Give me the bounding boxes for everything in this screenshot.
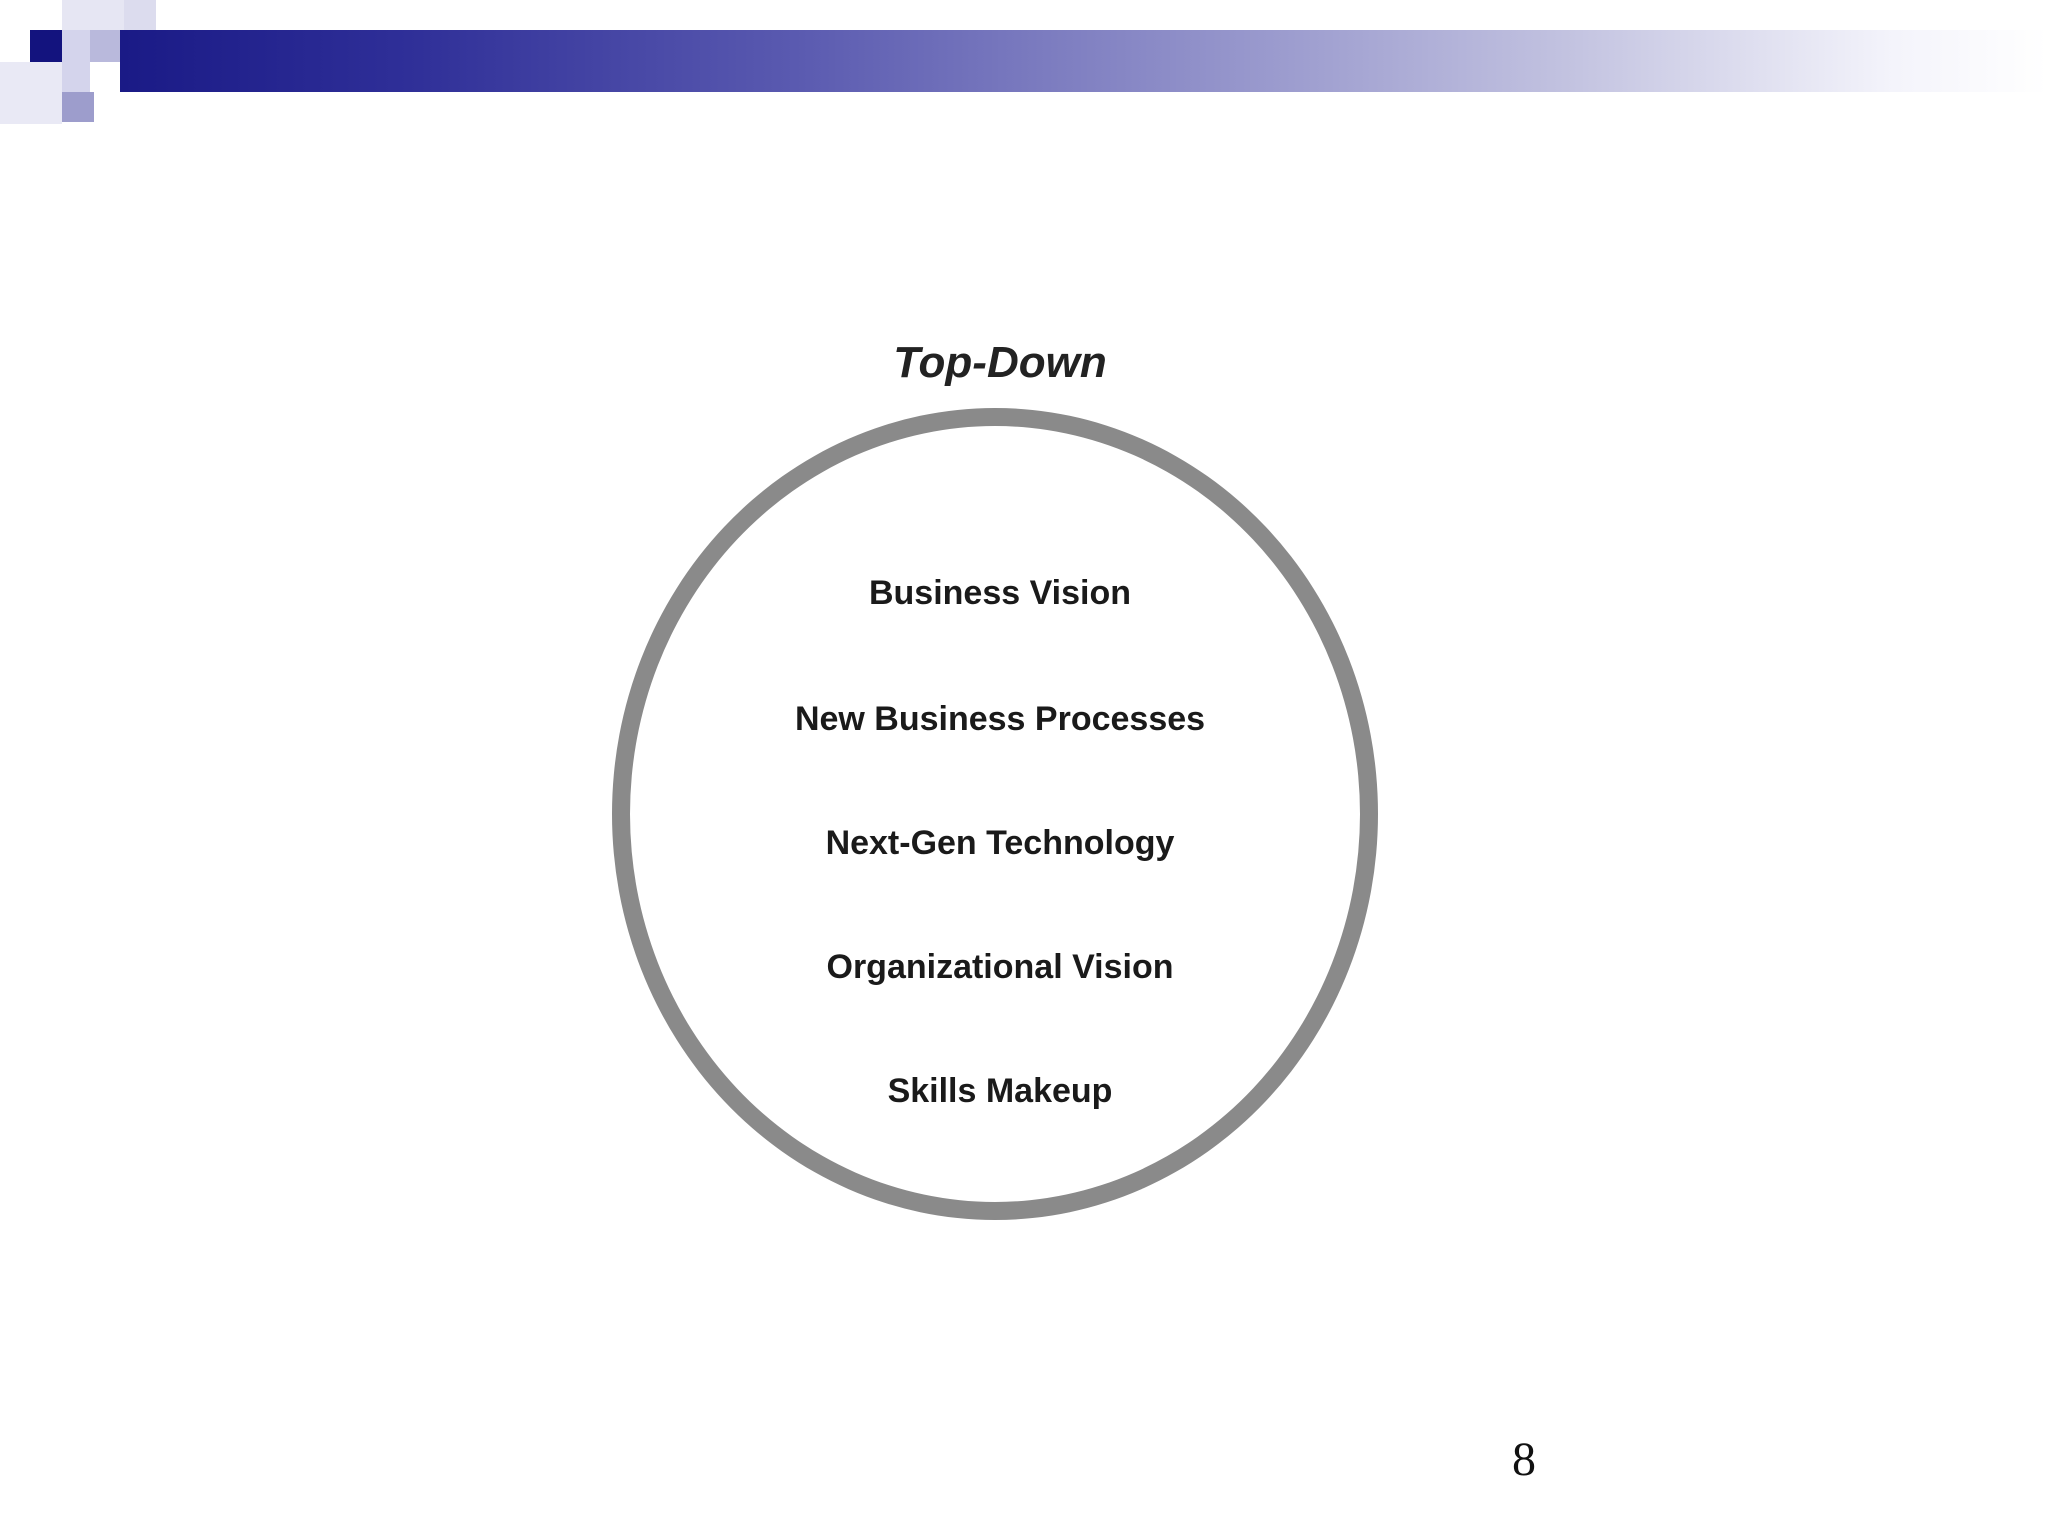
- diagram-title: Top-Down: [893, 338, 1107, 387]
- decorative-square: [62, 30, 90, 92]
- diagram-item-business-vision: Business Vision: [868, 574, 1132, 612]
- page-number: 8: [1512, 1433, 1536, 1486]
- decorative-square: [62, 92, 94, 122]
- decorative-square: [124, 0, 156, 30]
- decorative-square: [30, 30, 62, 62]
- decorative-square: [0, 62, 62, 124]
- header-gradient-band: [120, 30, 2048, 92]
- diagram-item-organizational-vision: Organizational Vision: [826, 948, 1174, 986]
- decorative-square: [90, 30, 122, 62]
- decorative-square: [62, 0, 124, 30]
- diagram-item-next-gen-technology: Next-Gen Technology: [825, 824, 1175, 862]
- diagram-item-new-business-processes: New Business Processes: [794, 700, 1206, 738]
- diagram-item-skills-makeup: Skills Makeup: [887, 1072, 1113, 1110]
